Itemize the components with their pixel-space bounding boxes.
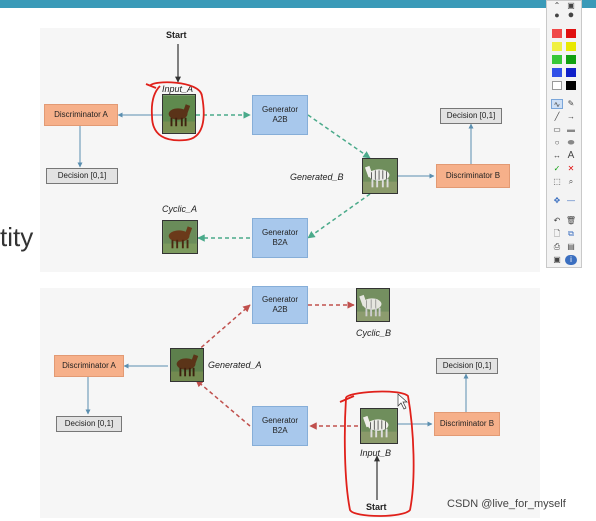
top-accent-bar [0,0,596,8]
generated-a-label: Generated_A [208,360,262,370]
color-swatch-green[interactable] [566,55,576,64]
text-tool-icon[interactable]: A [567,150,575,161]
cyclic-a-label: Cyclic_A [162,204,198,214]
start-label-bottom: Start [366,502,387,512]
discriminator-a-bottom: Discriminator A [54,355,124,377]
generated-b-label: Generated_B [290,172,344,182]
filled-rectangle-tool-icon[interactable]: ▬ [567,125,575,134]
small-dot-icon[interactable]: ● [554,10,560,20]
discriminator-b-top: Discriminator B [436,164,510,188]
decision-left-top: Decision [0,1] [46,168,118,184]
cyclic-b-label: Cyclic_B [356,328,392,338]
rectangle-tool-icon[interactable]: ▭ [553,125,561,134]
generated-a-image [170,348,204,382]
double-arrow-tool-icon[interactable]: ↔ [553,151,561,160]
annotation-circle-input-a [149,81,205,142]
color-swatch-light-yellow[interactable] [552,42,562,51]
ellipse-tool-icon[interactable]: ○ [554,138,560,147]
generator-a2b-top: Generator A2B [252,95,308,135]
annotation-outline-input-b [343,390,415,517]
dash-gen-a-to-gen-a2b [195,304,251,353]
copy-icon[interactable]: ⧉ [568,229,574,238]
input-b-label: Input_B [360,448,392,458]
mouse-cursor [397,393,408,410]
generator-b2a-bottom: Generator B2A [252,406,308,446]
decision-left-bottom: Decision [0,1] [56,416,122,432]
color-swatch-red[interactable] [566,29,576,38]
arrow-tool-icon[interactable]: → [567,112,575,121]
collapse-icon[interactable]: ⌃ [553,1,561,10]
cursor-tool-icon[interactable]: ∿ [551,99,563,109]
zoom-tool-icon[interactable]: ⌕ [568,177,574,186]
color-swatch-light-blue[interactable] [552,68,562,77]
input-a-label: Input_A [162,84,194,94]
discriminator-b-bottom: Discriminator B [434,412,500,436]
fullscreen-icon[interactable]: ▣ [553,255,561,264]
large-dot-icon[interactable]: ● [567,9,575,21]
move-tool-icon[interactable]: ✥ [553,196,561,205]
line-tool-icon[interactable]: ╱ [554,112,560,121]
toolbox-icon[interactable]: ▣ [567,1,575,10]
decision-right-top: Decision [0,1] [440,108,502,124]
annotation-tick-input-b [339,395,355,403]
dash-gen-b-to-gen-b2a [307,193,371,239]
info-icon[interactable]: i [565,255,577,265]
cross-tool-icon[interactable]: ✕ [567,164,575,173]
input-a-image [162,94,196,134]
generator-a2b-bottom: Generator A2B [252,286,308,324]
cyclic-b-image [356,288,390,322]
select-tool-icon[interactable]: ⬚ [553,177,561,186]
color-swatch-yellow[interactable] [566,42,576,51]
generated-b-image [362,158,398,194]
minus-tool-icon[interactable]: — [567,196,575,205]
generator-b2a-top: Generator B2A [252,218,308,258]
decision-right-bottom: Decision [0,1] [436,358,498,374]
save-icon[interactable]: ▤ [567,242,575,251]
undo-icon[interactable]: ↶ [553,216,561,225]
annotation-toolbox: ⌃ ▣ ● ● ∿ ✎ ╱ → ▭ ▬ ○ ⬬ ↔ A ✓ ✕ ⬚ ⌕ ✥ — … [546,0,582,268]
watermark-text: CSDN @live_for_myself [447,498,566,510]
discriminator-a-top: Discriminator A [44,104,118,126]
color-swatch-blue[interactable] [566,68,576,77]
diagram-panel-bottom [40,288,540,518]
color-swatch-black[interactable] [566,81,576,90]
marker-tool-icon[interactable]: ✎ [567,99,575,108]
color-swatch-light-green[interactable] [552,55,562,64]
dash-gen-b2a-to-gen-a [195,379,251,427]
partial-slide-text: tity [0,222,34,252]
start-label-top: Start [166,30,187,40]
dash-gen-a2b-to-gen-b [307,114,371,159]
annotation-tick-input-a [145,83,157,89]
filled-ellipse-tool-icon[interactable]: ⬬ [567,138,575,147]
print-icon[interactable]: ⎙ [553,242,561,251]
input-b-image [360,408,398,444]
check-tool-icon[interactable]: ✓ [553,164,561,173]
color-swatch-white[interactable] [552,81,562,90]
delete-icon[interactable]: 🗑 [565,216,577,225]
cyclic-a-image [162,220,198,254]
new-page-icon[interactable]: 🗋 [553,229,561,238]
color-swatch-light-red[interactable] [552,29,562,38]
